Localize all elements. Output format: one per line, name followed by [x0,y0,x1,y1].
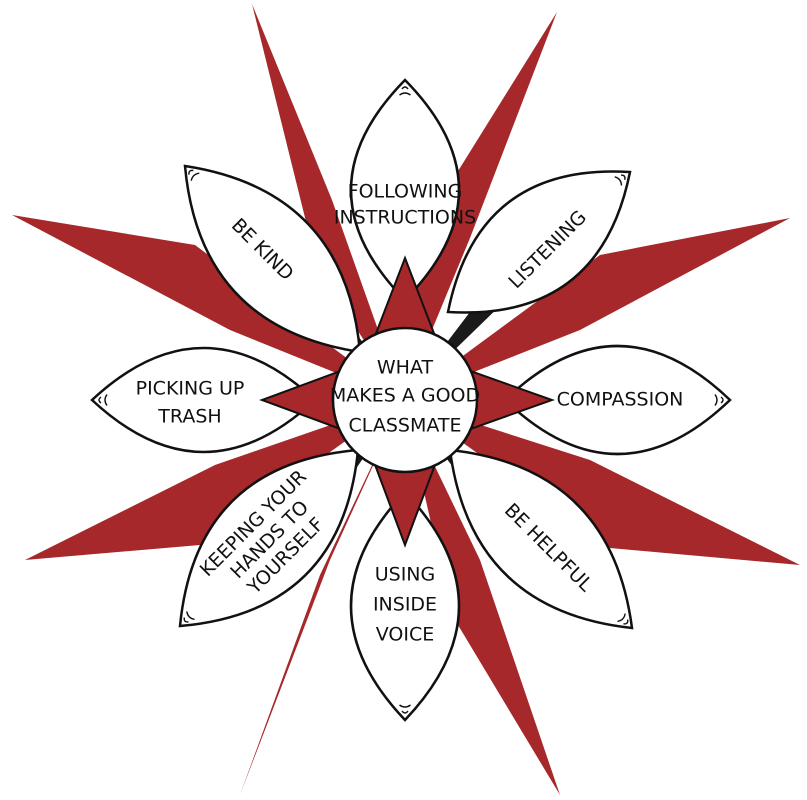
petal-be-kind: BE KIND [183,164,362,354]
center-label-line-2: MAKES A GOOD [330,385,480,407]
center-label-line-1: WHAT [377,357,434,379]
petal-tip-mark [401,86,409,90]
red-spike-5 [403,400,560,795]
petal-tip-mark [617,613,626,623]
red-spike-4 [403,400,800,565]
center-circle [331,326,479,474]
petal-tip-mark [623,619,629,625]
petal-label-picking-up-trash: TRASH [157,406,221,428]
petal-tip-mark [614,176,623,186]
petal-tip-mark [183,617,189,623]
red-spike-8 [12,215,403,400]
petal-tip-mark [621,174,626,181]
petal-tip-mark [401,710,409,714]
red-spike-3 [403,218,790,400]
petal-tip-mark [188,169,194,175]
red-spike-7 [25,400,403,560]
petal-tip-mark [104,394,108,406]
petal-label-using-inside-voice: INSIDE [373,594,437,616]
petal-listening: LISTENING [446,170,632,314]
petal-label-following-instructions: FOLLOWING [348,181,463,203]
petal-label-picking-up-trash: PICKING UP [136,378,245,400]
red-spike-1 [252,4,403,400]
red-outer-spikes [12,4,800,795]
petal-tip-mark [399,704,411,708]
petal-following-instructions: FOLLOWING INSTRUCTIONS [334,78,476,302]
petal-using-inside-voice: USING INSIDE VOICE [349,490,461,722]
petal-tip-mark [190,172,200,181]
petal-label-compassion: COMPASSION [557,389,684,411]
center-label-line-3: CLASSMATE [349,415,462,437]
petal-shape-listening [446,170,632,314]
petal-label-following-instructions: INSTRUCTIONS [334,207,476,229]
petal-tip-mark [399,92,411,96]
petal-be-helpful: BE HELPFUL [448,448,634,630]
center-group: WHAT MAKES A GOOD CLASSMATE [259,255,555,548]
petal-tip-mark [98,396,102,404]
petal-label-using-inside-voice: USING [375,564,436,586]
petal-tip-mark [186,611,195,621]
petal-tip-mark [720,396,724,404]
red-spike-2 [403,12,557,400]
petal-label-using-inside-voice: VOICE [376,624,435,646]
petal-tip-mark [714,394,718,406]
petal-compassion: COMPASSION [503,344,732,456]
